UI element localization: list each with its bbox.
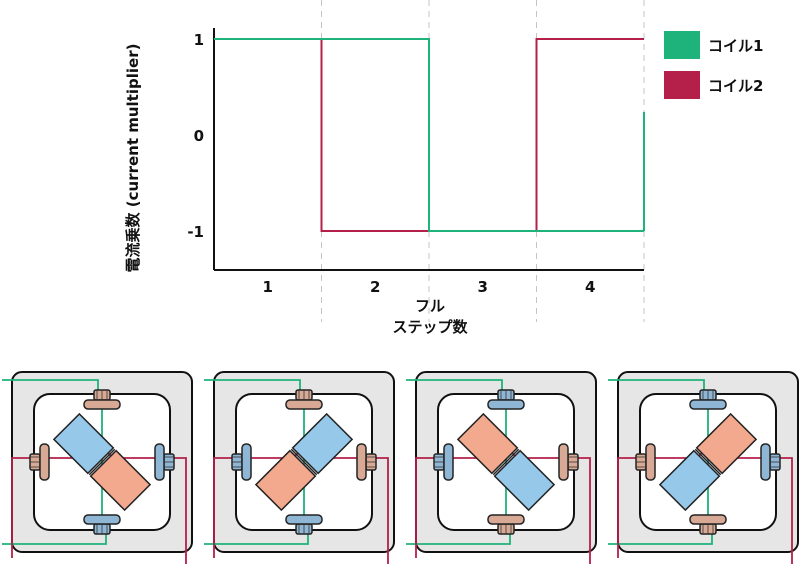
stator-pole bbox=[487, 514, 525, 535]
rotor-pole-north bbox=[291, 412, 354, 475]
legend-swatch bbox=[664, 71, 700, 99]
rotor bbox=[254, 412, 354, 512]
motor-step-2 bbox=[204, 371, 395, 564]
stator-pole-face bbox=[39, 443, 50, 481]
legend-label: コイル1 bbox=[708, 37, 763, 55]
motor-step-1 bbox=[2, 371, 193, 564]
rotor-divider bbox=[694, 448, 722, 476]
stator-pole bbox=[635, 443, 656, 481]
rotor-divider bbox=[88, 448, 116, 476]
stator-pole bbox=[285, 514, 323, 535]
rotor-pole-north bbox=[52, 412, 115, 475]
rotor-pole-south bbox=[89, 449, 152, 512]
rotor-pole-north bbox=[695, 412, 758, 475]
x-axis-title-line2: ステップ数 bbox=[392, 318, 468, 336]
rotor-pole-south bbox=[254, 449, 317, 512]
motor-step-diagrams bbox=[2, 371, 799, 564]
rotor bbox=[52, 412, 152, 512]
stator-pole bbox=[154, 443, 175, 481]
stator-pole bbox=[760, 443, 781, 481]
x-tick-label: 2 bbox=[370, 278, 380, 296]
series-line bbox=[214, 38, 644, 232]
stator-pole-face bbox=[689, 399, 727, 410]
x-tick-label: 3 bbox=[478, 278, 488, 296]
stator-pole bbox=[285, 389, 323, 410]
stator-pole-face bbox=[487, 514, 525, 525]
legend-label: コイル2 bbox=[708, 77, 763, 95]
rotor bbox=[658, 412, 758, 512]
stator-pole bbox=[83, 514, 121, 535]
stator-pole-face bbox=[356, 443, 367, 481]
stator-pole bbox=[29, 443, 50, 481]
rotor-divider bbox=[290, 448, 318, 476]
stator-pole bbox=[231, 443, 252, 481]
y-tick-label: 1 bbox=[194, 31, 204, 49]
stator-pole-face bbox=[443, 443, 454, 481]
stator-pole-face bbox=[285, 514, 323, 525]
rotor-divider bbox=[492, 448, 520, 476]
stator-pole-face bbox=[83, 399, 121, 410]
stator-pole bbox=[689, 389, 727, 410]
stator-pole-face bbox=[285, 399, 323, 410]
stator-pole bbox=[689, 514, 727, 535]
stator-pole-face bbox=[689, 514, 727, 525]
x-tick-label: 1 bbox=[263, 278, 273, 296]
x-tick-label: 4 bbox=[585, 278, 595, 296]
stator-pole bbox=[487, 389, 525, 410]
stator-pole-face bbox=[558, 443, 569, 481]
rotor-pole-north bbox=[456, 412, 519, 475]
motor-step-3 bbox=[406, 371, 597, 564]
stator-pole-face bbox=[487, 399, 525, 410]
stator-pole bbox=[83, 389, 121, 410]
chart-legend: コイル1 コイル2 bbox=[664, 31, 763, 99]
stator-pole-face bbox=[154, 443, 165, 481]
motor-step-4 bbox=[608, 371, 799, 564]
y-tick-label: -1 bbox=[187, 223, 204, 241]
stator-pole bbox=[558, 443, 579, 481]
rotor-pole-south bbox=[658, 449, 721, 512]
stator-pole-face bbox=[83, 514, 121, 525]
x-axis-title-line1: フル bbox=[415, 297, 445, 315]
stator-pole-face bbox=[241, 443, 252, 481]
stator-pole-face bbox=[760, 443, 771, 481]
stator-pole bbox=[433, 443, 454, 481]
legend-swatch bbox=[664, 31, 700, 59]
stator-pole bbox=[356, 443, 377, 481]
stator-pole-face bbox=[645, 443, 656, 481]
rotor-pole-south bbox=[493, 449, 556, 512]
current-multiplier-chart: 1 0 -1 1 2 3 4 bbox=[187, 0, 645, 322]
y-axis-title: 電流乗数 (current multiplier) bbox=[124, 44, 142, 273]
y-tick-label: 0 bbox=[194, 127, 204, 145]
rotor bbox=[456, 412, 556, 512]
